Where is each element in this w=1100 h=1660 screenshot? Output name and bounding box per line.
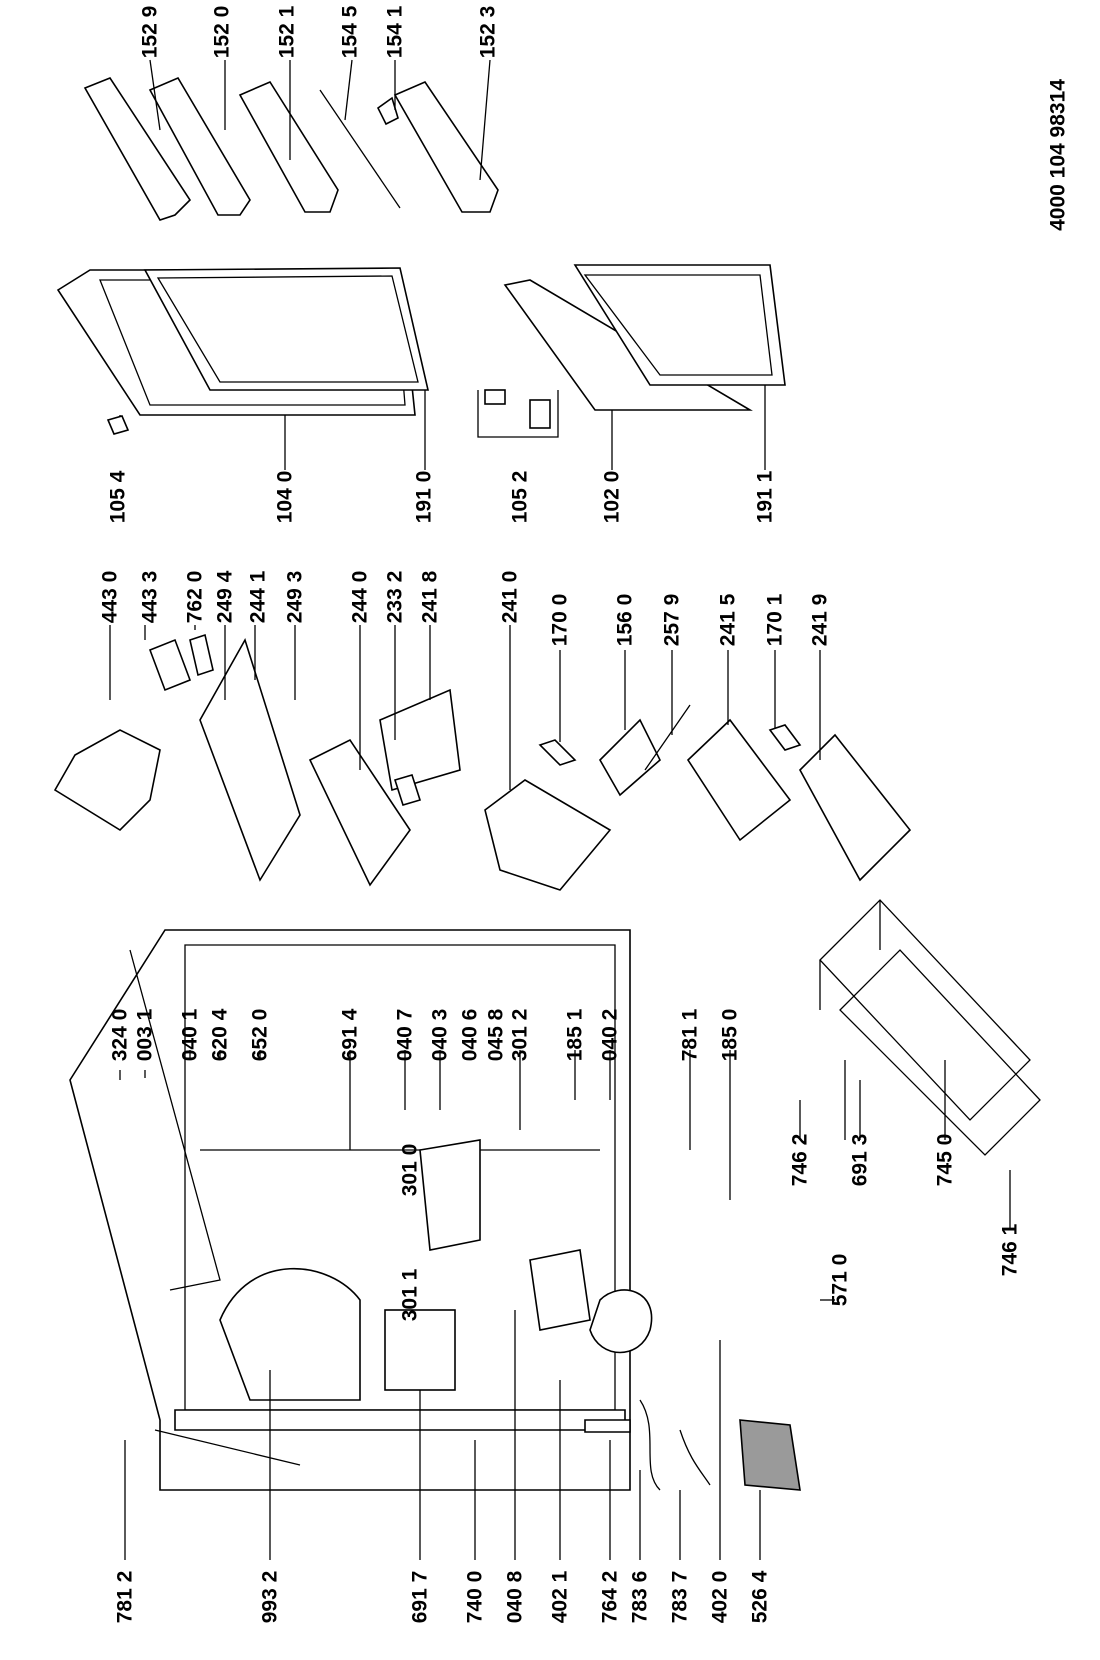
part-label-402-0: 402 0 [708,1570,732,1624]
part-label-746-1: 746 1 [998,1223,1022,1277]
part-label-301-0: 301 0 [398,1143,422,1197]
part-label-170-0: 170 0 [548,593,572,647]
part-label-324-0: 324 0 [108,1008,132,1062]
part-label-152-0: 152 0 [210,5,234,59]
part-label-781-2: 781 2 [113,1570,137,1624]
part-label-040-3: 040 3 [428,1008,452,1062]
part-label-740-0: 740 0 [463,1570,487,1624]
part-label-154-1: 154 1 [383,5,407,59]
part-label-233-2: 233 2 [383,570,407,624]
part-label-249-4: 249 4 [213,570,237,624]
part-label-152-9: 152 9 [138,5,162,59]
part-label-691-4: 691 4 [338,1008,362,1062]
part-label-104-0: 104 0 [273,470,297,524]
part-label-040-7: 040 7 [393,1008,417,1062]
part-label-443-0: 443 0 [98,570,122,624]
doors [56,264,786,470]
part-label-652-0: 652 0 [248,1008,272,1062]
part-label-040-2: 040 2 [598,1008,622,1062]
part-label-185-1: 185 1 [563,1008,587,1062]
part-label-301-1: 301 1 [398,1268,422,1322]
part-label-257-9: 257 9 [660,593,684,647]
part-label-152-3: 152 3 [476,5,500,59]
part-label-244-0: 244 0 [348,570,372,624]
part-label-105-4: 105 4 [106,470,130,524]
part-label-170-1: 170 1 [763,593,787,647]
part-label-526-4: 526 4 [748,1570,772,1624]
part-label-781-1: 781 1 [678,1008,702,1062]
part-label-191-1: 191 1 [753,470,777,524]
part-label-571-0: 571 0 [828,1253,852,1307]
part-label-152-1: 152 1 [275,5,299,59]
part-label-691-7: 691 7 [408,1570,432,1624]
part-label-301-2: 301 2 [508,1008,532,1062]
part-label-040-1: 040 1 [178,1008,202,1062]
part-label-745-0: 745 0 [933,1133,957,1187]
part-label-241-8: 241 8 [418,570,442,624]
part-label-762-0: 762 0 [183,570,207,624]
part-label-783-6: 783 6 [628,1570,652,1624]
part-label-993-2: 993 2 [258,1570,282,1624]
part-label-003-1: 003 1 [133,1008,157,1062]
part-label-102-0: 102 0 [600,470,624,524]
part-label-191-0: 191 0 [412,470,436,524]
shelves-and-drawers [53,625,912,891]
part-label-746-2: 746 2 [788,1133,812,1187]
part-label-185-0: 185 0 [718,1008,742,1062]
part-label-783-7: 783 7 [668,1570,692,1624]
part-label-249-3: 249 3 [283,570,307,624]
part-label-105-2: 105 2 [508,470,532,524]
part-label-691-3: 691 3 [848,1133,872,1187]
part-label-443-3: 443 3 [138,570,162,624]
part-label-241-0: 241 0 [498,570,522,624]
part-label-241-5: 241 5 [716,593,740,647]
part-label-764-2: 764 2 [598,1570,622,1624]
part-label-040-6: 040 6 [458,1008,482,1062]
document-number: 4000 104 98314 [1046,79,1070,231]
part-label-040-8: 040 8 [503,1570,527,1624]
part-label-620-4: 620 4 [208,1008,232,1062]
door-bins [83,59,499,221]
wire-racks [819,899,1041,1156]
part-label-402-1: 402 1 [548,1570,572,1624]
part-label-241-9: 241 9 [808,593,832,647]
part-label-156-0: 156 0 [613,593,637,647]
part-label-244-1: 244 1 [246,570,270,624]
part-label-154-5: 154 5 [338,5,362,59]
cabinet [69,929,1011,1560]
part-label-045-8: 045 8 [484,1008,508,1062]
